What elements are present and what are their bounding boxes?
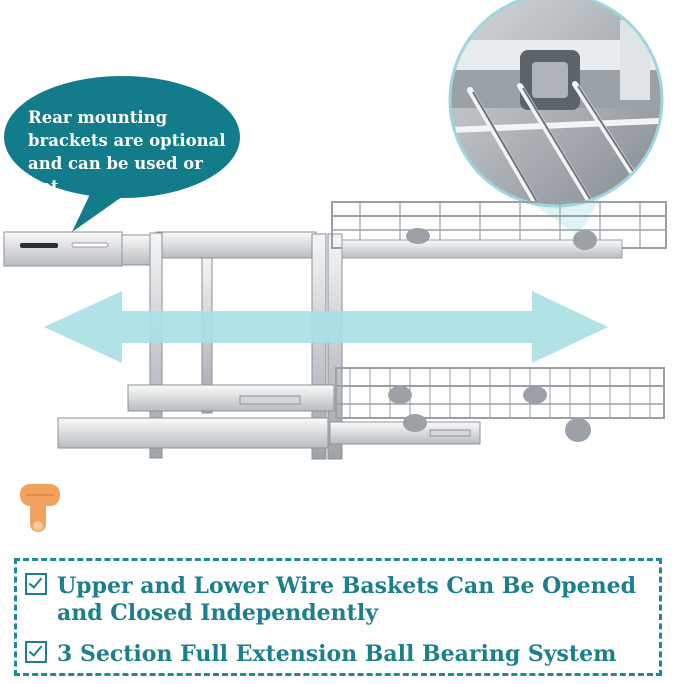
extension-double-arrow (44, 291, 608, 363)
checkbox-checked-icon (25, 573, 47, 595)
upper-wire-basket (331, 201, 667, 259)
callout-bubble (4, 76, 240, 232)
pointing-down-hand-icon (20, 484, 60, 532)
lower-wire-basket (335, 367, 665, 419)
lower-rail-markers (388, 386, 591, 442)
upper-rail-markers (406, 228, 597, 250)
lower-slide-rails (57, 384, 481, 449)
callout-text: Rear mounting brackets are optional and … (28, 108, 226, 196)
feature-item: Upper and Lower Wire Baskets Can Be Open… (25, 573, 647, 627)
features-box: Upper and Lower Wire Baskets Can Be Open… (14, 558, 662, 676)
checkbox-checked-icon (25, 641, 47, 663)
feature-item: 3 Section Full Extension Ball Bearing Sy… (25, 641, 616, 668)
feature-text: 3 Section Full Extension Ball Bearing Sy… (57, 641, 617, 667)
feature-text: Upper and Lower Wire Baskets Can Be Open… (57, 573, 637, 626)
zoom-detail (448, 0, 664, 208)
